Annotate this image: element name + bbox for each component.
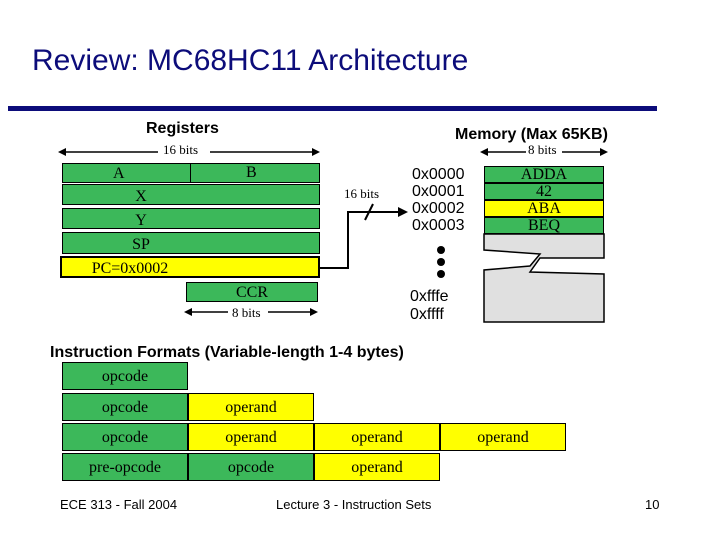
memory-heading: Memory (Max 65KB) <box>455 126 608 143</box>
memory-cell-1: 42 <box>484 183 604 200</box>
ccr-arrowhead-right <box>310 308 318 316</box>
stack-pointer: SP <box>62 232 320 254</box>
memory-address-3: 0x0003 <box>412 217 465 234</box>
formats-heading: Instruction Formats (Variable-length 1-4… <box>50 344 404 361</box>
mem-arrowhead-left <box>480 148 488 156</box>
reg-arrowhead-left <box>58 148 66 156</box>
accumulator-b: B <box>246 164 257 181</box>
footer-page-number: 10 <box>645 497 660 512</box>
ellipsis-dot-2 <box>437 258 445 266</box>
program-counter: PC=0x0002 <box>60 256 320 278</box>
register-y-label: Y <box>135 212 147 229</box>
index-register-y: Y <box>62 208 320 229</box>
footer-course: ECE 313 - Fall 2004 <box>60 497 178 512</box>
format4-pre-opcode: pre-opcode <box>62 453 188 481</box>
memory-address-fffe: 0xfffe <box>410 288 449 305</box>
title-rule <box>8 106 657 111</box>
index-register-x: X <box>62 184 320 205</box>
format4-opcode: opcode <box>188 453 314 481</box>
format3-operand-1: operand <box>188 423 314 451</box>
address-bus-arrowhead <box>398 207 408 217</box>
ccr-arrowhead-left <box>184 308 192 316</box>
ab-divider <box>190 163 191 183</box>
memory-cell-2: ABA <box>484 200 604 217</box>
register-x-label: X <box>135 188 147 205</box>
accumulator-a: A <box>62 163 320 183</box>
reg-arrowhead-right <box>312 148 320 156</box>
registers-width-label: 16 bits <box>163 142 199 157</box>
memory-cell-0: ADDA <box>484 166 604 183</box>
bus-width-slash <box>364 203 374 221</box>
slide-title: Review: MC68HC11 Architecture <box>32 44 469 77</box>
memory-width-label: 8 bits <box>528 142 557 157</box>
memory-cell-3: BEQ <box>484 217 604 234</box>
ellipsis-dot-1 <box>437 246 445 254</box>
footer-lecture: Lecture 3 - Instruction Sets <box>276 497 432 512</box>
format3-opcode: opcode <box>62 423 188 451</box>
memory-address-2: 0x0002 <box>412 200 465 217</box>
ccr-width-label: 8 bits <box>232 305 261 320</box>
format3-operand-3: operand <box>440 423 566 451</box>
format1-opcode: opcode <box>62 362 188 390</box>
memory-address-ffff: 0xffff <box>410 306 444 323</box>
address-bus-line <box>318 211 400 269</box>
condition-code-register: CCR <box>186 282 318 302</box>
register-sp-label: SP <box>132 236 150 253</box>
memory-address-1: 0x0001 <box>412 183 465 200</box>
ellipsis-dot-3 <box>437 270 445 278</box>
registers-heading: Registers <box>146 120 219 137</box>
register-ccr-label: CCR <box>235 284 268 301</box>
register-pc-label: PC=0x0002 <box>91 260 169 277</box>
format2-operand: operand <box>188 393 314 421</box>
memory-lower-block <box>483 233 605 323</box>
mem-arrowhead-right <box>600 148 608 156</box>
format2-opcode: opcode <box>62 393 188 421</box>
format4-operand: operand <box>314 453 440 481</box>
memory-address-0: 0x0000 <box>412 166 465 183</box>
bus-width-label: 16 bits <box>344 186 380 201</box>
format3-operand-2: operand <box>314 423 440 451</box>
